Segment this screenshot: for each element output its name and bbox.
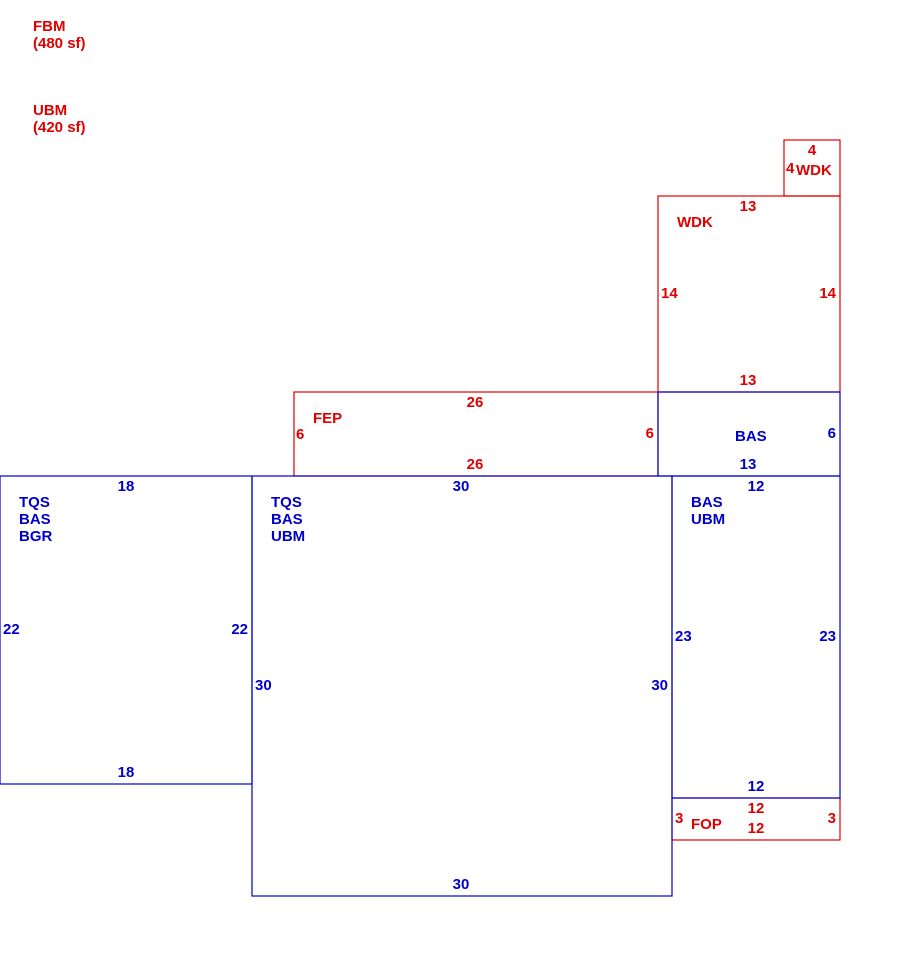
- right-block-outline: [671, 475, 841, 799]
- wdk-left-dim: 14: [661, 285, 678, 302]
- small-wdk-label: WDK: [796, 162, 832, 179]
- center-block-right-dim: 30: [651, 677, 668, 694]
- wdk-label: WDK: [677, 214, 713, 231]
- fep-label: FEP: [313, 410, 342, 427]
- legend-fbm: FBM (480 sf): [33, 18, 86, 52]
- fop-bottom-dim: 12: [748, 820, 765, 837]
- right-block-label-2: UBM: [691, 511, 725, 528]
- wdk-bottom-dim: 13: [740, 372, 757, 389]
- fep-bottom-dim: 26: [467, 456, 484, 473]
- left-block-left-dim: 22: [3, 621, 20, 638]
- center-block-bottom-dim: 30: [453, 876, 470, 893]
- left-block-bottom-dim: 18: [118, 764, 135, 781]
- legend-ubm: UBM (420 sf): [33, 102, 86, 136]
- fop-left-dim: 3: [675, 810, 683, 827]
- left-block-top-dim: 18: [118, 478, 135, 495]
- center-block-top-dim: 30: [453, 478, 470, 495]
- small-wdk-left-dim: 4: [786, 160, 795, 177]
- legend-ubm-area: (420 sf): [33, 119, 86, 136]
- left-block-label-3: BGR: [19, 528, 53, 545]
- left-block-right-dim: 22: [231, 621, 248, 638]
- bas-top-label: BAS: [735, 428, 767, 445]
- small-wdk-top-dim: 4: [808, 142, 817, 159]
- right-block-label-1: BAS: [691, 494, 723, 511]
- fop-top-dim: 12: [748, 800, 765, 817]
- legend-ubm-code: UBM: [33, 102, 68, 119]
- right-block-bottom-dim: 12: [748, 778, 765, 795]
- center-block-outline: [251, 475, 673, 897]
- fep-top-dim: 26: [467, 394, 484, 411]
- wdk-right-dim: 14: [819, 285, 836, 302]
- center-block-label-1: TQS: [271, 494, 302, 511]
- wdk-top-dim: 13: [740, 198, 757, 215]
- right-block-top-dim: 12: [748, 478, 765, 495]
- fop-right-dim: 3: [828, 810, 836, 827]
- center-block-label-3: UBM: [271, 528, 305, 545]
- legend-fbm-code: FBM: [33, 18, 66, 35]
- fep-left-dim: 6: [296, 426, 304, 443]
- fop-label: FOP: [691, 816, 722, 833]
- legend-fbm-area: (480 sf): [33, 35, 86, 52]
- center-block-left-dim: 30: [255, 677, 272, 694]
- bas-top-right-dim: 6: [828, 425, 836, 442]
- fep-right-dim: 6: [646, 425, 654, 442]
- left-block-label-2: BAS: [19, 511, 51, 528]
- right-block-left-dim: 23: [675, 628, 692, 645]
- center-block-label-2: BAS: [271, 511, 303, 528]
- left-block-label-1: TQS: [19, 494, 50, 511]
- right-block-right-dim: 23: [819, 628, 836, 645]
- bas-top-bottom-dim: 13: [740, 456, 757, 473]
